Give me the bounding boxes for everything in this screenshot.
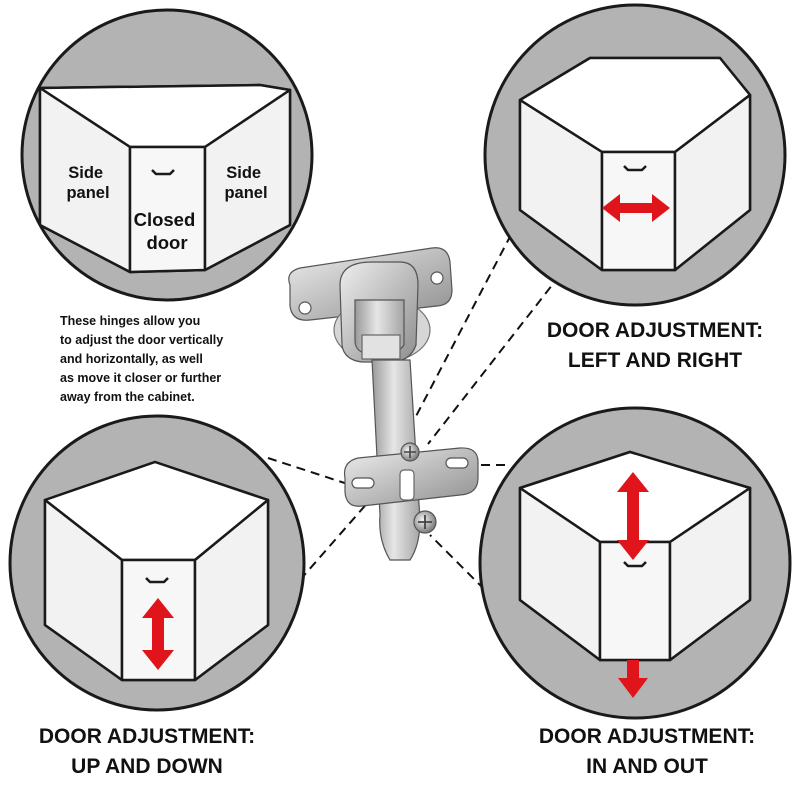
description-line: and horizontally, as well bbox=[60, 352, 203, 366]
heading-in-out: DOOR ADJUSTMENT: IN AND OUT bbox=[538, 725, 756, 778]
up-down-adjustment-view bbox=[8, 414, 306, 712]
heading-up-down: DOOR ADJUSTMENT: UP AND DOWN bbox=[38, 725, 256, 778]
double-arrow-horizontal-icon bbox=[602, 194, 670, 222]
side-panel-right-label: Side panel bbox=[224, 164, 267, 202]
description-line: These hinges allow you bbox=[60, 314, 201, 328]
side-panel-left-label: Side panel bbox=[66, 164, 109, 202]
double-arrow-vertical-icon bbox=[617, 472, 649, 560]
hinge-icon bbox=[288, 247, 479, 561]
description-line: away from the cabinet. bbox=[60, 390, 195, 404]
description-line: to adjust the door vertically bbox=[60, 333, 224, 347]
cabinet-closed-door-view: Side panel Side panel Closed door bbox=[20, 8, 314, 302]
in-out-adjustment-view bbox=[478, 406, 792, 720]
heading-left-right: DOOR ADJUSTMENT: LEFT AND RIGHT bbox=[546, 319, 764, 372]
description-line: as move it closer or further bbox=[60, 371, 222, 385]
arrow-down-icon bbox=[618, 660, 648, 698]
left-right-adjustment-view bbox=[483, 3, 787, 307]
hinge-description: These hinges allow you to adjust the doo… bbox=[60, 312, 290, 407]
double-arrow-vertical-icon bbox=[142, 598, 174, 670]
closed-door-label: Closed door bbox=[134, 209, 201, 253]
